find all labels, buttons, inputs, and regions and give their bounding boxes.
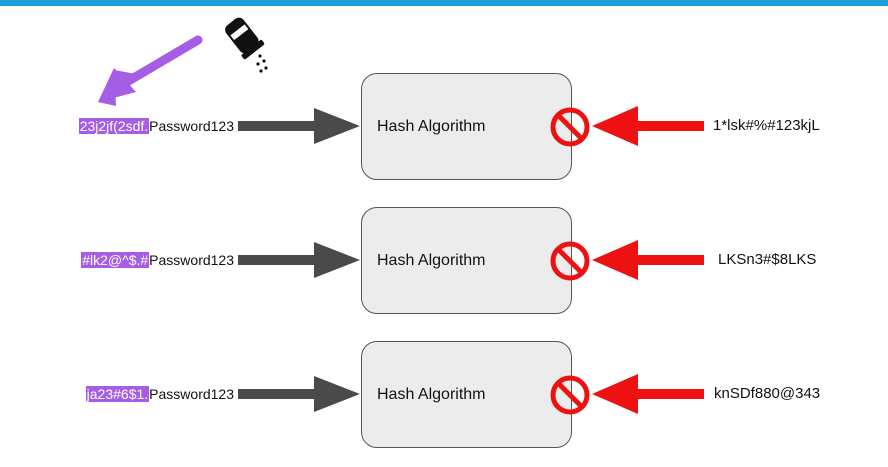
salt-shaker-icon xyxy=(225,17,268,73)
reverse-arrow-icon xyxy=(592,240,704,280)
salt-pointer-arrow-icon xyxy=(98,35,203,106)
password-value: Password123 xyxy=(149,386,234,402)
reverse-arrow-icon xyxy=(592,106,704,146)
password-value: Password123 xyxy=(149,252,234,268)
hash-algorithm-label: Hash Algorithm xyxy=(377,252,486,269)
salted-password-input: #lk2@^$.#Password123 xyxy=(10,251,234,269)
no-reverse-icon xyxy=(550,241,590,281)
hash-output: 1*lsk#%#123kjL xyxy=(713,117,820,134)
hash-output: knSDf880@343 xyxy=(714,385,821,402)
reverse-arrow-icon xyxy=(592,374,704,414)
hash-algorithm-label: Hash Algorithm xyxy=(377,118,486,135)
hash-row-1: 23j2jf(2sdf.Password123 Hash Algorithm 1… xyxy=(0,66,888,186)
hash-output: LKSn3#$8LKS xyxy=(718,251,817,268)
hash-algorithm-box: Hash Algorithm xyxy=(361,73,572,180)
salted-password-input: 23j2jf(2sdf.Password123 xyxy=(10,117,234,135)
top-accent-bar xyxy=(0,0,888,6)
password-value: Password123 xyxy=(149,118,234,134)
salt-value: 23j2jf(2sdf. xyxy=(78,118,150,134)
input-arrow-icon xyxy=(238,376,360,412)
salted-password-input: ja23#6$1.Password123 xyxy=(10,385,234,403)
no-reverse-icon xyxy=(550,375,590,415)
salt-value: ja23#6$1. xyxy=(85,386,150,402)
hash-algorithm-label: Hash Algorithm xyxy=(377,386,486,403)
hash-row-3: ja23#6$1.Password123 Hash Algorithm knSD… xyxy=(0,334,888,454)
input-arrow-icon xyxy=(238,108,360,144)
salt-value: #lk2@^$.# xyxy=(81,252,150,268)
input-arrow-icon xyxy=(238,242,360,278)
hash-algorithm-box: Hash Algorithm xyxy=(361,207,572,314)
hash-row-2: #lk2@^$.#Password123 Hash Algorithm LKSn… xyxy=(0,200,888,320)
hash-algorithm-box: Hash Algorithm xyxy=(361,341,572,448)
no-reverse-icon xyxy=(550,107,590,147)
